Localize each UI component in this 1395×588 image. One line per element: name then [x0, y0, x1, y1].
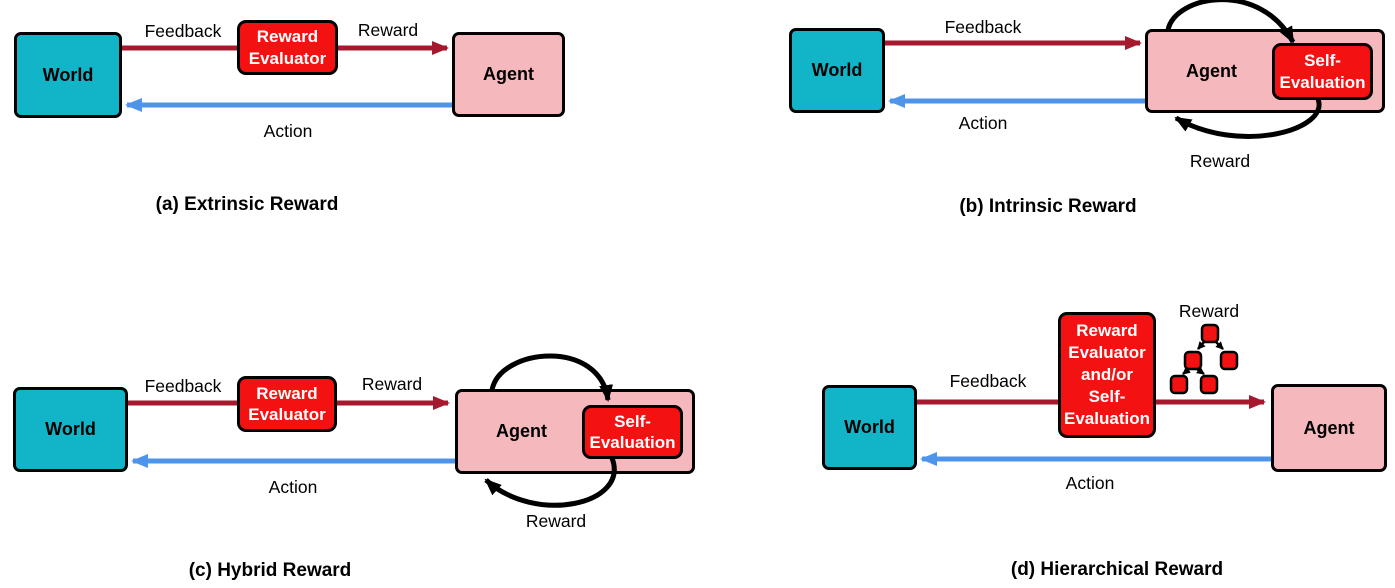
reward-evaluator-box-a: Reward Evaluator — [237, 20, 338, 75]
tree-node-l2-left — [1183, 350, 1203, 371]
caption-d: (d) Hierarchical Reward — [1010, 559, 1224, 580]
loop-reward-label-c: Reward — [525, 511, 587, 531]
agent-label-a: Agent — [483, 64, 534, 84]
action-label-b: Action — [958, 113, 1008, 133]
reward-tree-icon — [1169, 323, 1239, 395]
world-box-c: World — [13, 387, 128, 472]
caption-a: (a) Extrinsic Reward — [155, 194, 339, 215]
action-label-d: Action — [1065, 473, 1115, 493]
agent-label-d: Agent — [1303, 417, 1355, 438]
action-label-a: Action — [263, 121, 313, 141]
agent-box-d: Agent — [1271, 384, 1387, 472]
self-evaluation-box-c: Self- Evaluation — [582, 405, 683, 459]
agent-box-a: Agent — [452, 32, 565, 117]
agent-label-c: Agent — [496, 421, 547, 441]
world-box-a: World — [14, 32, 122, 118]
reward-evaluator-label-a: Reward Evaluator — [248, 27, 327, 68]
world-label-c: World — [45, 419, 96, 439]
reward-evaluator-label-c: Reward Evaluator — [248, 383, 326, 424]
tree-node-l3-right — [1199, 374, 1219, 395]
feedback-label-d: Feedback — [949, 371, 1027, 391]
self-evaluation-label-b: Self- Evaluation — [1279, 51, 1366, 92]
world-label-b: World — [811, 60, 863, 80]
agent-label-b: Agent — [1186, 60, 1237, 81]
action-label-c: Action — [268, 477, 318, 497]
world-box-b: World — [789, 28, 885, 113]
feedback-label-b: Feedback — [944, 17, 1022, 37]
self-evaluation-box-b: Self- Evaluation — [1272, 43, 1373, 100]
reward-label-c: Reward — [361, 374, 423, 394]
reward-evaluator-selfeval-box-d: Reward Evaluator and/or Self- Evaluation — [1058, 312, 1156, 438]
world-label-a: World — [42, 64, 94, 85]
feedback-label-a: Feedback — [144, 21, 222, 41]
reward-evaluator-box-c: Reward Evaluator — [237, 376, 337, 432]
reward-label-a: Reward — [357, 20, 419, 40]
reward-label-d: Reward — [1178, 301, 1240, 321]
tree-node-root — [1200, 323, 1220, 344]
self-evaluation-label-c: Self- Evaluation — [589, 411, 676, 452]
reward-evaluator-selfeval-label-d: Reward Evaluator and/or Self- Evaluation — [1064, 320, 1150, 429]
feedback-label-c: Feedback — [144, 376, 222, 396]
world-label-d: World — [844, 417, 895, 437]
caption-c: (c) Hybrid Reward — [188, 560, 352, 581]
tree-node-l3-left — [1169, 374, 1189, 395]
tree-node-l2-right — [1219, 350, 1239, 371]
caption-b: (b) Intrinsic Reward — [959, 196, 1137, 217]
loop-reward-label-b: Reward — [1189, 151, 1251, 171]
world-box-d: World — [822, 385, 917, 470]
